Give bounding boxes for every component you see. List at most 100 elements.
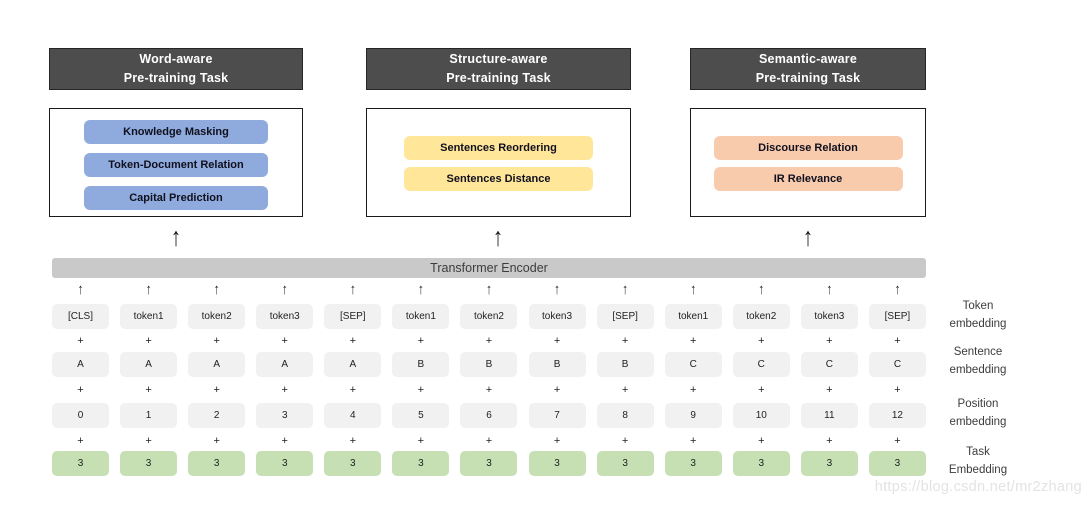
task-cell: 3 bbox=[664, 451, 722, 476]
position-cell: 8 bbox=[596, 403, 654, 428]
token-cell: token3 bbox=[800, 304, 858, 329]
up-arrow-icon: ↑ bbox=[485, 280, 492, 298]
task-cell: 3 bbox=[120, 451, 178, 476]
up-arrow-icon: ↑ bbox=[622, 280, 629, 298]
plus-icon: + bbox=[826, 435, 833, 447]
sentence-cell: C bbox=[868, 352, 926, 377]
sentence-cell: B bbox=[392, 352, 450, 377]
up-arrow-icon: ↑ bbox=[281, 280, 288, 298]
transformer-encoder-label: Transformer Encoder bbox=[430, 261, 548, 275]
task-title-line: Pre-training Task bbox=[123, 71, 229, 85]
plus-icon: + bbox=[349, 435, 357, 447]
plus-icon: + bbox=[145, 384, 152, 396]
token-cell: token2 bbox=[732, 304, 790, 329]
sentence-embedding-label: Sentence embedding bbox=[949, 346, 1007, 377]
up-arrow-icon: ↑ bbox=[349, 280, 356, 298]
plus-icon: + bbox=[758, 335, 765, 347]
token-cell: [SEP] bbox=[324, 304, 382, 329]
token-embedding-label: Token embedding bbox=[949, 300, 1007, 331]
task-cell: 3 bbox=[392, 451, 450, 476]
task-header-structure-aware: Structure-aware Pre-training Task bbox=[366, 48, 631, 90]
token-cell: token1 bbox=[392, 304, 450, 329]
task-pill: Knowledge Masking bbox=[84, 120, 268, 144]
plus-row: +++++++++++++ bbox=[52, 382, 926, 398]
token-cell: token3 bbox=[256, 304, 314, 329]
up-arrow-icon: ↑ bbox=[554, 280, 561, 298]
plus-icon: + bbox=[213, 435, 220, 447]
plus-icon: + bbox=[758, 384, 765, 396]
task-cell: 3 bbox=[800, 451, 858, 476]
plus-icon: + bbox=[689, 384, 697, 396]
plus-icon: + bbox=[281, 384, 288, 396]
up-arrow-icon: ↑ bbox=[77, 280, 84, 298]
position-cell: 10 bbox=[732, 403, 790, 428]
sentence-cell: B bbox=[460, 352, 518, 377]
token-cell: token3 bbox=[528, 304, 586, 329]
task-cell: 3 bbox=[528, 451, 586, 476]
plus-icon: + bbox=[77, 384, 84, 396]
token-embedding-row: [CLS] token1 token2 token3 [SEP] token1 token2… bbox=[52, 304, 926, 329]
transformer-encoder-bar: Transformer Encoder bbox=[52, 258, 926, 278]
plus-icon: + bbox=[349, 335, 357, 347]
sentence-cell: C bbox=[732, 352, 790, 377]
task-title-line: Structure-aware bbox=[449, 51, 548, 66]
token-cell: [SEP] bbox=[868, 304, 926, 329]
sentence-cell: B bbox=[596, 352, 654, 377]
plus-icon: + bbox=[621, 435, 629, 447]
task-title-line: Word-aware bbox=[139, 51, 213, 66]
plus-icon: + bbox=[485, 435, 493, 447]
plus-icon: + bbox=[553, 384, 561, 396]
position-cell: 7 bbox=[528, 403, 586, 428]
plus-icon: + bbox=[145, 335, 152, 347]
up-arrow-icon: ↑ bbox=[145, 280, 152, 298]
task-header-semantic-aware: Semantic-aware Pre-training Task bbox=[690, 48, 926, 90]
up-arrow-icon: ↑ bbox=[894, 280, 901, 298]
task-cell: 3 bbox=[324, 451, 382, 476]
task-pill: IR Relevance bbox=[713, 167, 903, 191]
plus-icon: + bbox=[417, 435, 425, 447]
sentence-cell: B bbox=[528, 352, 586, 377]
plus-icon: + bbox=[77, 435, 84, 447]
plus-icon: + bbox=[689, 435, 697, 447]
up-arrow-icon: ↑ bbox=[170, 223, 182, 252]
plus-icon: + bbox=[281, 335, 288, 347]
plus-icon: + bbox=[349, 384, 357, 396]
plus-icon: + bbox=[621, 384, 629, 396]
plus-icon: + bbox=[894, 335, 901, 347]
plus-icon: + bbox=[553, 435, 561, 447]
token-cell: token2 bbox=[188, 304, 246, 329]
plus-icon: + bbox=[689, 335, 697, 347]
plus-icon: + bbox=[894, 435, 901, 447]
position-cell: 6 bbox=[460, 403, 518, 428]
task-title-line: Semantic-aware bbox=[759, 51, 857, 66]
up-arrow-icon: ↑ bbox=[690, 280, 697, 298]
plus-icon: + bbox=[485, 335, 493, 347]
watermark-url: https://blog.csdn.net/mr2zhang bbox=[874, 479, 1082, 495]
plus-row: +++++++++++++ bbox=[52, 333, 926, 349]
position-cell: 9 bbox=[664, 403, 722, 428]
plus-icon: + bbox=[621, 335, 629, 347]
plus-icon: + bbox=[826, 335, 833, 347]
token-cell: [CLS] bbox=[52, 304, 109, 329]
plus-icon: + bbox=[145, 435, 152, 447]
sentence-cell: A bbox=[256, 352, 314, 377]
task-pill: Capital Prediction bbox=[84, 186, 268, 210]
task-cell: 3 bbox=[868, 451, 926, 476]
plus-icon: + bbox=[894, 384, 901, 396]
task-title-line: Pre-training Task bbox=[446, 71, 551, 85]
up-arrow-icon: ↑ bbox=[492, 223, 504, 252]
token-cell: token1 bbox=[120, 304, 178, 329]
plus-icon: + bbox=[553, 335, 561, 347]
task-pill: Sentences Distance bbox=[404, 167, 593, 191]
up-arrow-icon: ↑ bbox=[802, 223, 814, 252]
plus-row: +++++++++++++ bbox=[52, 433, 926, 449]
position-cell: 5 bbox=[392, 403, 450, 428]
sentence-cell: C bbox=[800, 352, 858, 377]
task-cell: 3 bbox=[732, 451, 790, 476]
input-arrows-row: ↑↑↑↑↑↑↑↑↑↑↑↑↑ bbox=[52, 280, 926, 298]
plus-icon: + bbox=[758, 435, 765, 447]
